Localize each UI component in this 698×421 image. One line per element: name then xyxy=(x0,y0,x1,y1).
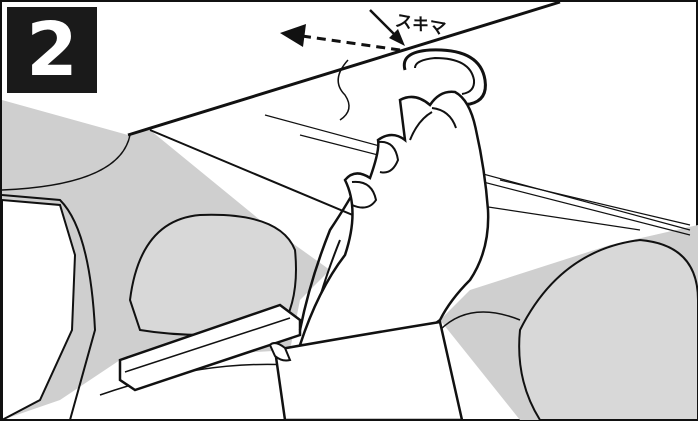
step-number-badge: 2 xyxy=(7,7,97,93)
